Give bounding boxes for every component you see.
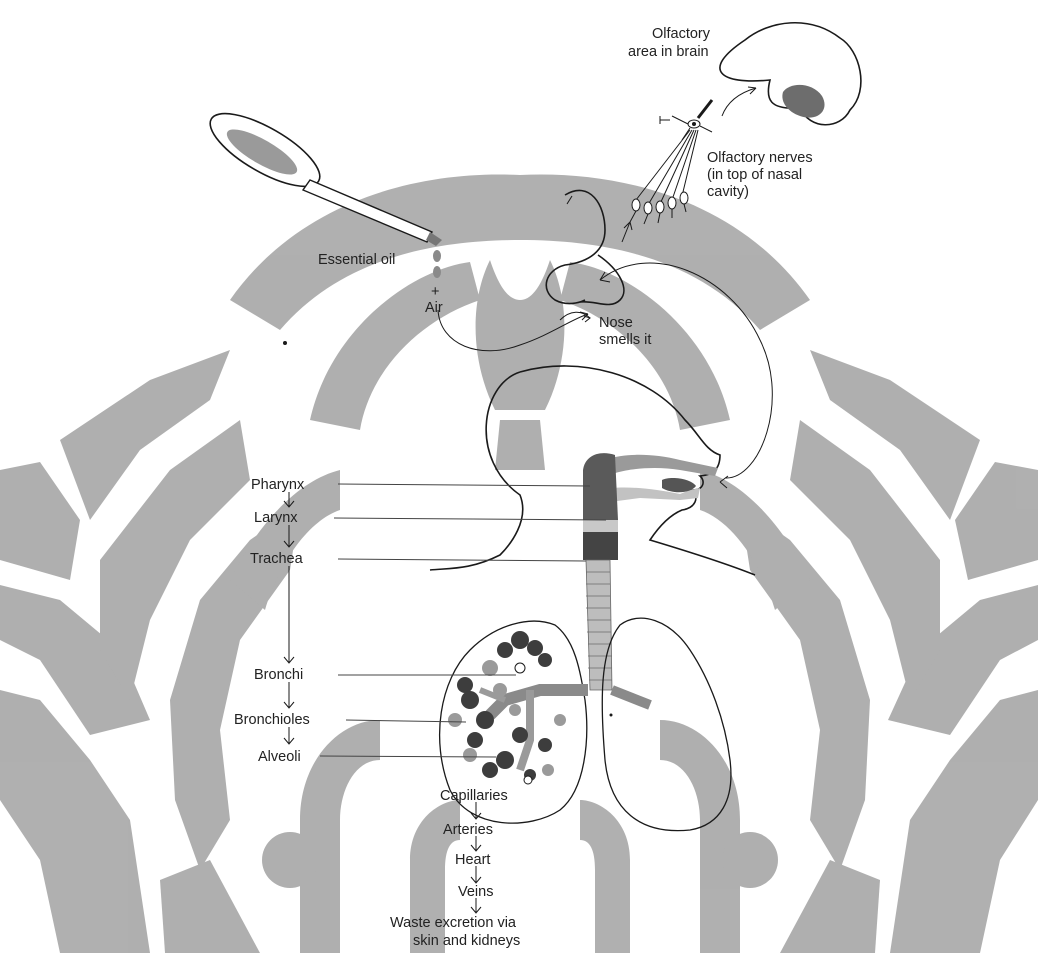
waste-excretion-label: Waste excretion via	[390, 915, 517, 931]
larynx-label: Larynx	[254, 510, 298, 526]
olfactory-nerves-label: Olfactory nerves	[707, 150, 813, 166]
neuron-icon	[630, 100, 712, 224]
alveoli-label: Alveoli	[258, 749, 301, 765]
heart-label: Heart	[455, 852, 490, 868]
olfactory-area-label: Olfactory	[652, 26, 711, 42]
waste-excretion-label-2: skin and kidneys	[413, 933, 520, 949]
nose-label-2: smells it	[599, 332, 651, 348]
arteries-label: Arteries	[443, 822, 493, 838]
trachea-shape	[583, 453, 618, 690]
bronchi-label: Bronchi	[254, 667, 303, 683]
nose-label: Nose	[599, 315, 633, 331]
olfactory-area-label-2: area in brain	[628, 44, 709, 60]
nose-outline	[546, 190, 624, 322]
bronchioles-label: Bronchioles	[234, 712, 310, 728]
plus-sign: +	[431, 284, 439, 300]
veins-label: Veins	[458, 884, 493, 900]
brain-icon	[720, 23, 861, 125]
air-label: Air	[425, 300, 443, 316]
capillaries-label: Capillaries	[440, 788, 508, 804]
pathway-arrows-left	[284, 492, 294, 744]
trachea-label: Trachea	[250, 551, 304, 567]
pharynx-label: Pharynx	[251, 477, 305, 493]
olfactory-nerves-label-2: (in top of nasal	[707, 167, 802, 183]
essential-oil-label: Essential oil	[318, 252, 395, 268]
olfactory-nerves-label-3: cavity)	[707, 184, 749, 200]
